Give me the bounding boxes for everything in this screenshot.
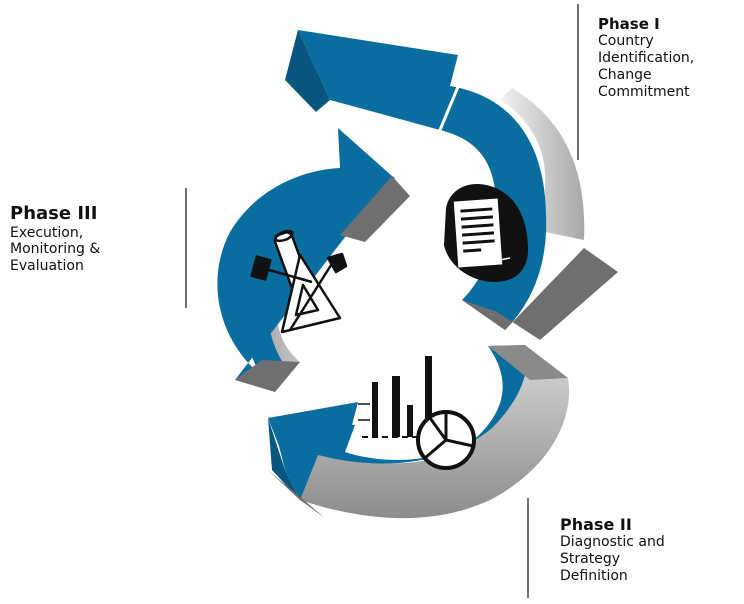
arrow-phase-1-end [462, 248, 618, 340]
arrow-phase-3-end [235, 360, 300, 392]
phase-1-title: Phase I [598, 15, 660, 33]
arrow-phase-1-seam [438, 81, 462, 131]
pie-chart-icon [416, 410, 476, 470]
arrow-phase-1-side [500, 88, 585, 240]
arrow-phase-3-face [217, 128, 395, 380]
arrow-phase-3-head-side [340, 176, 410, 242]
arrow-phase-2-head [268, 402, 358, 500]
phase-1-description: Country Identification, Change Commitmen… [598, 33, 695, 100]
arrow-phase-3 [217, 128, 410, 392]
arrow-phase-2 [268, 345, 570, 519]
arrow-phase-2-side [300, 345, 570, 519]
phase-1-label-group: Phase I Country Identification, Change C… [598, 15, 695, 100]
arrow-phase-2-start-cap [488, 345, 568, 380]
arrow-phase-1-tail-edge [285, 30, 330, 112]
phase-3-label-group: Phase III Execution, Monitoring & Evalua… [10, 203, 101, 275]
phase-2-label-group: Phase II Diagnostic and Strategy Definit… [560, 515, 665, 585]
phase-3-title: Phase III [10, 203, 98, 224]
arrow-phase-1-face [298, 30, 547, 330]
arrow-phase-2-end [268, 418, 300, 500]
tools-icon [250, 229, 348, 334]
leader-lines [185, 4, 579, 598]
arrow-phase-2-base [268, 470, 325, 518]
phase-3-description: Execution, Monitoring & Evaluation [10, 224, 101, 275]
phase-2-title: Phase II [560, 515, 632, 534]
document-icon [444, 184, 528, 282]
arrow-phase-1 [285, 30, 618, 340]
phase-2-description: Diagnostic and Strategy Definition [560, 534, 665, 584]
